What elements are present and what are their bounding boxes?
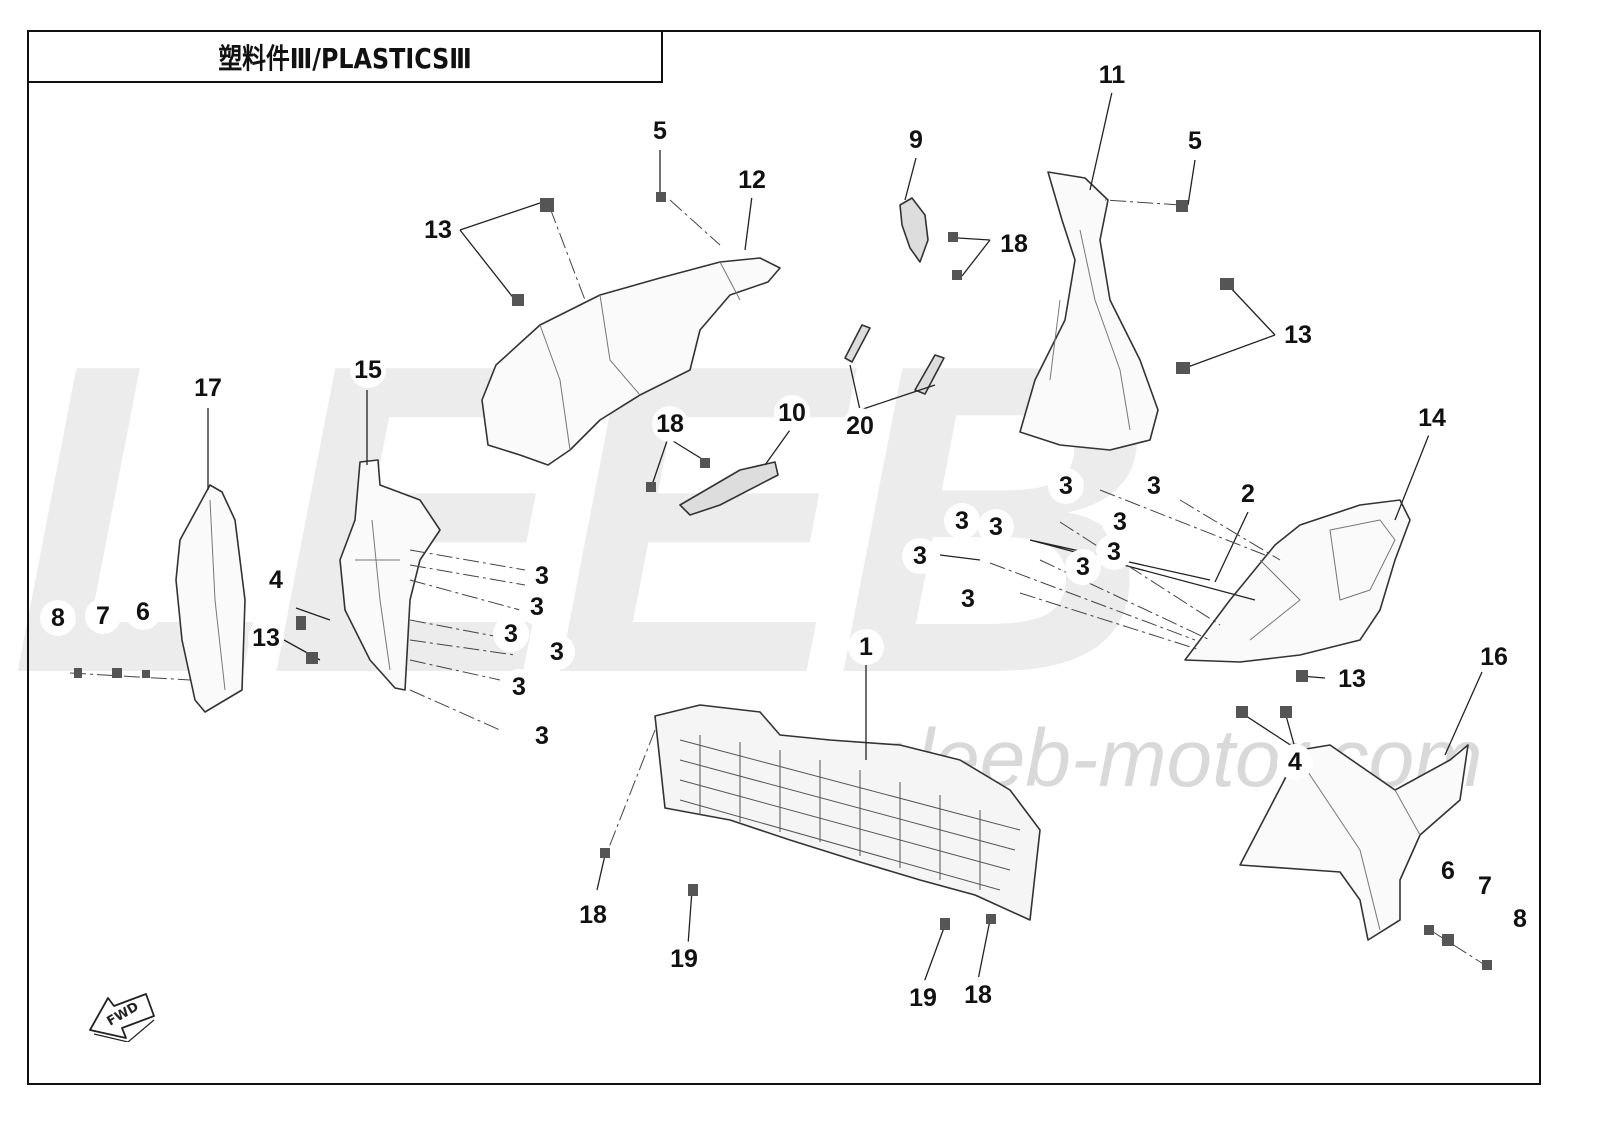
callout-6: 6 bbox=[1430, 853, 1466, 889]
callout-15: 15 bbox=[350, 352, 386, 388]
callout-8: 8 bbox=[1502, 901, 1538, 937]
callout-8: 8 bbox=[40, 600, 76, 636]
callout-7: 7 bbox=[1467, 868, 1503, 904]
part-9-bracket bbox=[899, 197, 929, 263]
callout-13: 13 bbox=[420, 212, 456, 248]
title-box: 塑料件Ⅲ/PLASTICSⅢ bbox=[27, 30, 663, 83]
part-14-right-panel bbox=[1184, 499, 1411, 663]
callout-11: 11 bbox=[1094, 57, 1130, 93]
callout-5: 5 bbox=[642, 113, 678, 149]
callout-3: 3 bbox=[519, 589, 555, 625]
callout-12: 12 bbox=[734, 162, 770, 198]
callout-3: 3 bbox=[493, 616, 529, 652]
drawing-frame bbox=[27, 30, 1541, 1085]
callout-1: 1 bbox=[848, 629, 884, 665]
callout-5: 5 bbox=[1177, 123, 1213, 159]
part-11-center-panel bbox=[1019, 171, 1159, 451]
callout-18: 18 bbox=[960, 977, 996, 1013]
callout-19: 19 bbox=[666, 941, 702, 977]
callout-3: 3 bbox=[950, 581, 986, 617]
callout-3: 3 bbox=[1136, 468, 1172, 504]
part-10-bracket bbox=[679, 461, 779, 516]
forward-arrow-icon bbox=[89, 993, 155, 1042]
page-title: 塑料件Ⅲ/PLASTICSⅢ bbox=[218, 41, 472, 75]
callout-2: 2 bbox=[1230, 476, 1266, 512]
callout-10: 10 bbox=[774, 395, 810, 431]
callout-18: 18 bbox=[652, 406, 688, 442]
callout-13: 13 bbox=[1280, 317, 1316, 353]
callout-3: 3 bbox=[1096, 534, 1132, 570]
callout-3: 3 bbox=[539, 634, 575, 670]
callout-20: 20 bbox=[842, 408, 878, 444]
callout-3: 3 bbox=[1065, 549, 1101, 585]
callout-13: 13 bbox=[1334, 661, 1370, 697]
callout-3: 3 bbox=[1048, 468, 1084, 504]
callout-3: 3 bbox=[902, 538, 938, 574]
callout-7: 7 bbox=[85, 598, 121, 634]
callout-3: 3 bbox=[944, 503, 980, 539]
callout-3: 3 bbox=[524, 718, 560, 754]
part-15-left-panel bbox=[339, 459, 441, 691]
callout-14: 14 bbox=[1414, 400, 1450, 436]
part-20-pad-b bbox=[914, 354, 945, 395]
callout-6: 6 bbox=[125, 594, 161, 630]
callout-3: 3 bbox=[978, 509, 1014, 545]
callout-13: 13 bbox=[248, 620, 284, 656]
callout-3: 3 bbox=[501, 669, 537, 705]
callout-9: 9 bbox=[898, 122, 934, 158]
callout-4: 4 bbox=[258, 562, 294, 598]
callout-17: 17 bbox=[190, 370, 226, 406]
callout-16: 16 bbox=[1476, 639, 1512, 675]
callout-18: 18 bbox=[996, 226, 1032, 262]
part-20-pad-a bbox=[844, 324, 871, 363]
callout-4: 4 bbox=[1277, 744, 1313, 780]
callout-19: 19 bbox=[905, 980, 941, 1016]
part-17-left-wing bbox=[175, 484, 246, 713]
part-16-right-wing bbox=[1239, 744, 1469, 941]
callout-3: 3 bbox=[524, 558, 560, 594]
callout-18: 18 bbox=[575, 897, 611, 933]
